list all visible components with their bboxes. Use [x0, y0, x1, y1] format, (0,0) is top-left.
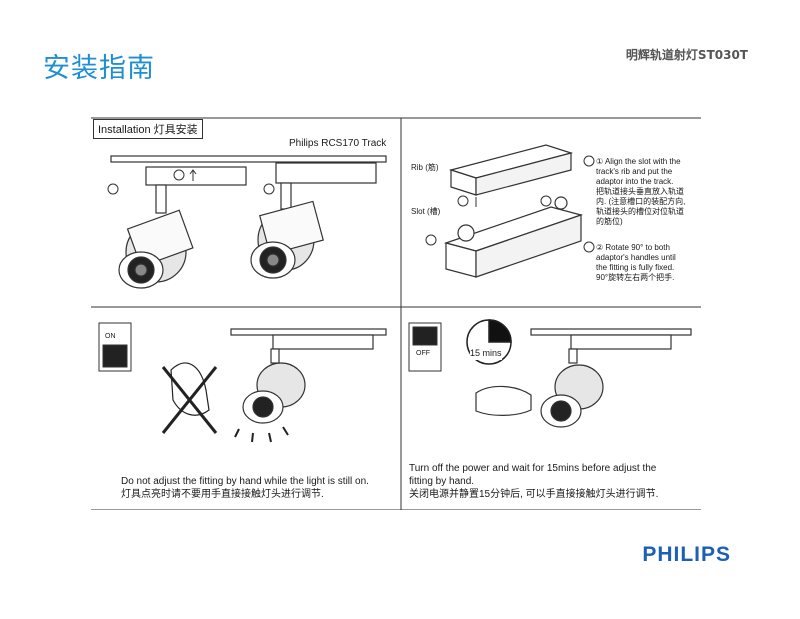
- philips-logo: PHILIPS: [642, 543, 731, 566]
- spotlight-icon: [530, 328, 692, 428]
- track-label: Philips RCS170 Track: [289, 138, 387, 149]
- slot-label: Slot (槽): [411, 207, 441, 216]
- hand-icon: [475, 385, 532, 416]
- rib-label: Rib (筋): [411, 163, 439, 172]
- step2-text: ② Rotate 90° to both adaptor's handles u…: [596, 243, 676, 282]
- caption-turn-off: Turn off the power and wait for 15mins b…: [409, 463, 659, 500]
- diagram-drawing: [91, 117, 701, 510]
- page-title: 安装指南: [43, 53, 155, 84]
- installation-badge: Installation 灯具安装: [93, 119, 203, 139]
- caption-do-not-adjust: Do not adjust the fitting by hand while …: [121, 476, 369, 500]
- step1-text: ① Align the slot with the track's rib an…: [596, 157, 686, 226]
- spotlight-icon: [250, 182, 324, 279]
- off-label: OFF: [416, 350, 430, 357]
- spotlight-icon: [118, 184, 194, 289]
- step-markers: [425, 155, 595, 253]
- crossed-hand-icon: [161, 362, 218, 434]
- product-code: 明辉轨道射灯ST030T: [625, 48, 748, 62]
- power-switch-on: [98, 322, 132, 372]
- power-switch-off: [408, 322, 442, 372]
- track-illustration: [110, 155, 387, 186]
- adaptor-illustration: [443, 144, 584, 278]
- spotlight-icon: [230, 328, 387, 443]
- step-markers: [107, 169, 275, 195]
- on-label: ON: [105, 333, 116, 340]
- installation-diagram: Installation 灯具安装 Philips RCS170 Track R…: [91, 115, 701, 510]
- timer-label: 15 mins: [470, 347, 502, 360]
